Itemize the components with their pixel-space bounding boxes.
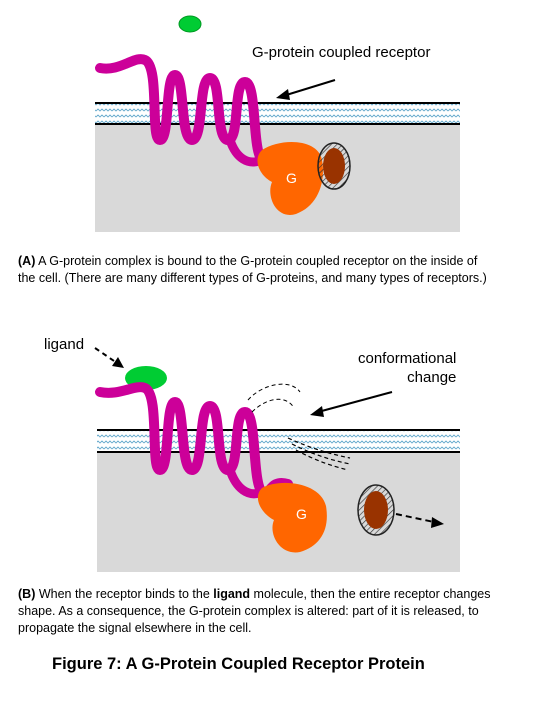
g-protein-label: G (286, 170, 297, 186)
conformation-ghost-1 (247, 383, 301, 401)
figure-title: Figure 7: A G-Protein Coupled Receptor P… (52, 655, 425, 673)
subunit-shape (323, 148, 345, 184)
receptor-label: G-protein coupled receptor (252, 44, 431, 61)
receptor-pointer-arrow (282, 79, 336, 97)
panel-b: ligand conformational change G (B) When … (0, 320, 540, 640)
ligand-arrow (94, 347, 118, 364)
receptor-shape (95, 54, 290, 167)
conformation-pointer-arrow (317, 391, 393, 413)
caption-a-tag: (A) (18, 254, 36, 268)
subunit-shape (364, 491, 388, 529)
caption-b-text-1: When the receptor binds to the (35, 587, 214, 601)
conformational-label-line2: change (407, 369, 457, 386)
conformation-ghost-2 (251, 398, 295, 413)
release-arrow (395, 513, 435, 523)
conformational-label-line1: conformational (358, 350, 457, 367)
receptor-shape (95, 382, 293, 499)
conformational-label: conformational change (358, 349, 456, 387)
ligand-shape (178, 15, 202, 33)
caption-b: (B) When the receptor binds to the ligan… (18, 586, 508, 637)
conformation-ghost-4 (291, 443, 351, 465)
conformation-ghost-5 (295, 449, 349, 471)
g-protein-shape (257, 482, 327, 553)
ligand-label: ligand (44, 336, 85, 353)
conformation-ghost-3 (287, 437, 351, 459)
panel-b-diagram (94, 347, 460, 572)
panel-a-diagram (95, 15, 460, 232)
panel-a: G-protein coupled receptor G (A) A G-pro… (0, 0, 540, 310)
caption-a: (A) A G-protein complex is bound to the … (18, 253, 498, 287)
g-protein-shape (257, 141, 323, 215)
g-protein-label: G (296, 506, 307, 522)
caption-a-text: A G-protein complex is bound to the G-pr… (18, 254, 487, 285)
caption-b-bold-word: ligand (213, 587, 251, 601)
caption-b-tag: (B) (18, 587, 36, 601)
caption-b-text-2: molecule, then the entire receptor chang… (18, 587, 491, 635)
